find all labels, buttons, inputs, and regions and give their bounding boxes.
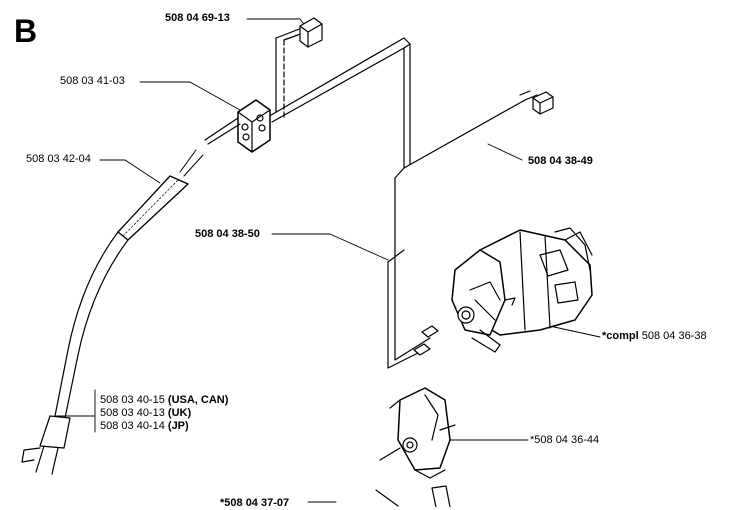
label-motor-compl-number: 508 04 36-38 <box>641 330 707 342</box>
cord-variant-row: 508 03 40-13 (UK) <box>100 407 228 420</box>
label-motor-compl: *compl 508 04 36-38 <box>602 330 707 343</box>
label-switch: 508 03 41-03 <box>60 75 125 87</box>
cord-variant-region: (UK) <box>167 407 192 419</box>
wire-harness <box>265 27 538 369</box>
cord-variant-region: (USA, CAN) <box>167 394 229 406</box>
power-cord <box>21 149 204 475</box>
label-harness-plug: 508 04 69-13 <box>165 12 230 24</box>
cord-variant-list: 508 03 40-15 (USA, CAN) 508 03 40-13 (UK… <box>100 394 228 433</box>
label-bottom-cut: *508 04 37-07 <box>220 497 290 509</box>
cord-variant-number: 508 03 40-15 <box>100 394 165 406</box>
harness-plug-connector <box>299 17 323 48</box>
bottom-partial-part <box>375 485 451 507</box>
cord-variant-number: 508 03 40-13 <box>100 407 165 419</box>
label-holder: *508 04 36-44 <box>530 434 600 446</box>
motor-terminals <box>413 325 439 356</box>
leader-lines <box>54 18 601 503</box>
cord-variant-row: 508 03 40-14 (JP) <box>100 420 228 433</box>
label-motor-compl-prefix: *compl <box>602 330 639 342</box>
motor-assembly <box>451 227 593 353</box>
label-wire-b: 508 04 38-50 <box>195 228 260 240</box>
cord-variant-number: 508 03 40-14 <box>100 420 165 432</box>
small-wire-connector <box>532 91 554 115</box>
section-letter: B <box>14 13 38 49</box>
label-wire-a: 508 04 38-49 <box>528 155 593 167</box>
switch-block <box>204 99 271 153</box>
cord-variant-row: 508 03 40-15 (USA, CAN) <box>100 394 228 407</box>
holder-part <box>379 387 456 479</box>
label-cord-sleeve: 508 03 42-04 <box>26 153 91 165</box>
cord-variant-region: (JP) <box>167 420 189 432</box>
